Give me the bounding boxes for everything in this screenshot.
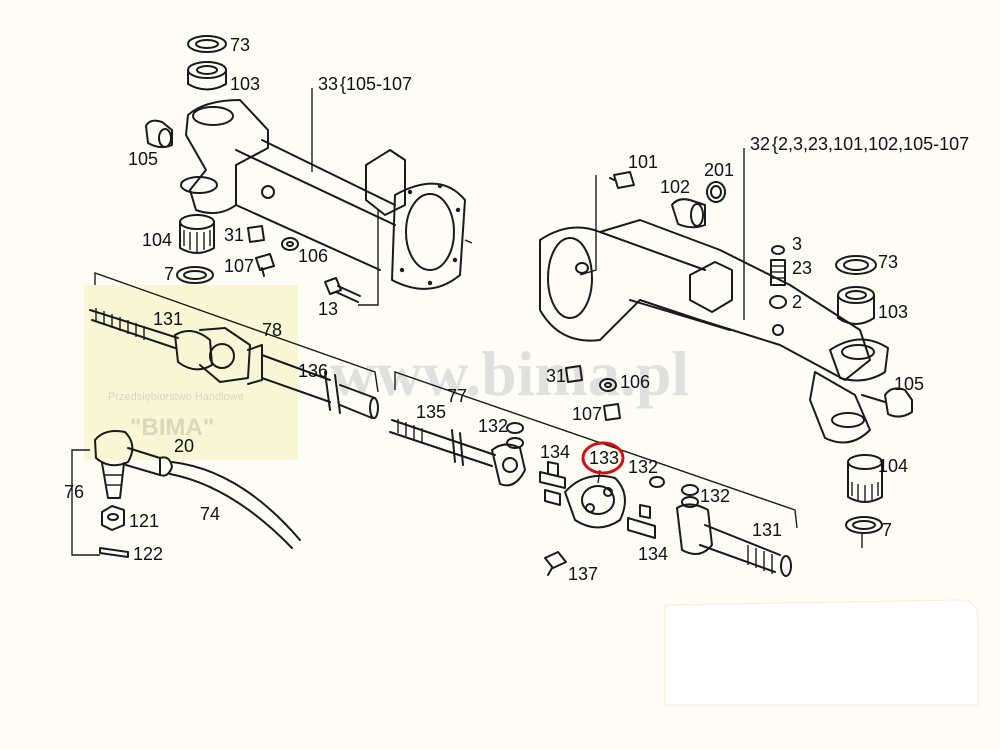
label-137: 137 <box>568 564 598 584</box>
label-135: 135 <box>416 402 446 422</box>
label-73-right: 73 <box>878 252 898 272</box>
watermark-url: www.bima.pl <box>330 338 689 409</box>
left-shaft-assembly <box>89 272 379 419</box>
bima-company-name: "BIMA" <box>130 414 214 441</box>
label-132-b: 132 <box>628 457 658 477</box>
left-axle-housing <box>180 35 473 290</box>
highlight-ring-133 <box>581 441 625 475</box>
label-104-left: 104 <box>142 230 172 250</box>
label-32: 32 <box>750 134 770 154</box>
label-20: 20 <box>174 436 194 456</box>
label-31-left: 31 <box>224 225 244 245</box>
label-107-left: 107 <box>224 256 254 276</box>
label-131-right: 131 <box>752 520 782 540</box>
label-105-left: 105 <box>128 149 158 169</box>
label-2: 2 <box>792 292 802 312</box>
label-134-a: 134 <box>540 442 570 462</box>
label-132-a: 132 <box>478 416 508 436</box>
label-3: 3 <box>792 234 802 254</box>
label-102: 102 <box>660 177 690 197</box>
label-133: 133 <box>589 448 619 468</box>
label-103-left: 103 <box>230 74 260 94</box>
label-23: 23 <box>792 258 812 278</box>
label-122: 122 <box>133 544 163 564</box>
label-104-right: 104 <box>878 456 908 476</box>
label-101: 101 <box>628 152 658 172</box>
label-33: 33 <box>318 74 338 94</box>
label-76: 76 <box>64 482 84 502</box>
bima-logo: Przedsiębiorstwo Handlowe "BIMA" <box>84 285 298 460</box>
label-134-b: 134 <box>638 544 668 564</box>
label-136: 136 <box>298 361 328 381</box>
label-73-left: 73 <box>230 35 250 55</box>
label-106-left: 106 <box>298 246 328 266</box>
label-74: 74 <box>200 504 220 524</box>
bima-company-line: Przedsiębiorstwo Handlowe <box>108 391 244 403</box>
label-78: 78 <box>262 320 282 340</box>
label-132-c: 132 <box>700 486 730 506</box>
label-201: 201 <box>704 160 734 180</box>
label-106-right: 106 <box>620 372 650 392</box>
label-107-right: 107 <box>572 404 602 424</box>
left-small-parts <box>145 88 379 306</box>
part-labels: 73 103 33 {105-107 105 104 7 31 107 106 … <box>64 35 969 584</box>
label-13: 13 <box>318 299 338 319</box>
label-103-right: 103 <box>878 302 908 322</box>
right-axle-housing <box>539 148 889 444</box>
blank-panel <box>664 599 979 706</box>
label-31-right: 31 <box>546 366 566 386</box>
label-32-range: {2,3,23,101,102,105-107 <box>772 134 969 154</box>
label-33-range: {105-107 <box>340 74 412 94</box>
label-105-right: 105 <box>894 374 924 394</box>
label-7-right: 7 <box>882 520 892 540</box>
label-131-left: 131 <box>153 309 183 329</box>
label-77: 77 <box>447 386 467 406</box>
right-small-parts <box>565 171 913 548</box>
label-121: 121 <box>129 511 159 531</box>
tie-rod-assembly <box>71 430 301 558</box>
label-7-left: 7 <box>164 264 174 284</box>
